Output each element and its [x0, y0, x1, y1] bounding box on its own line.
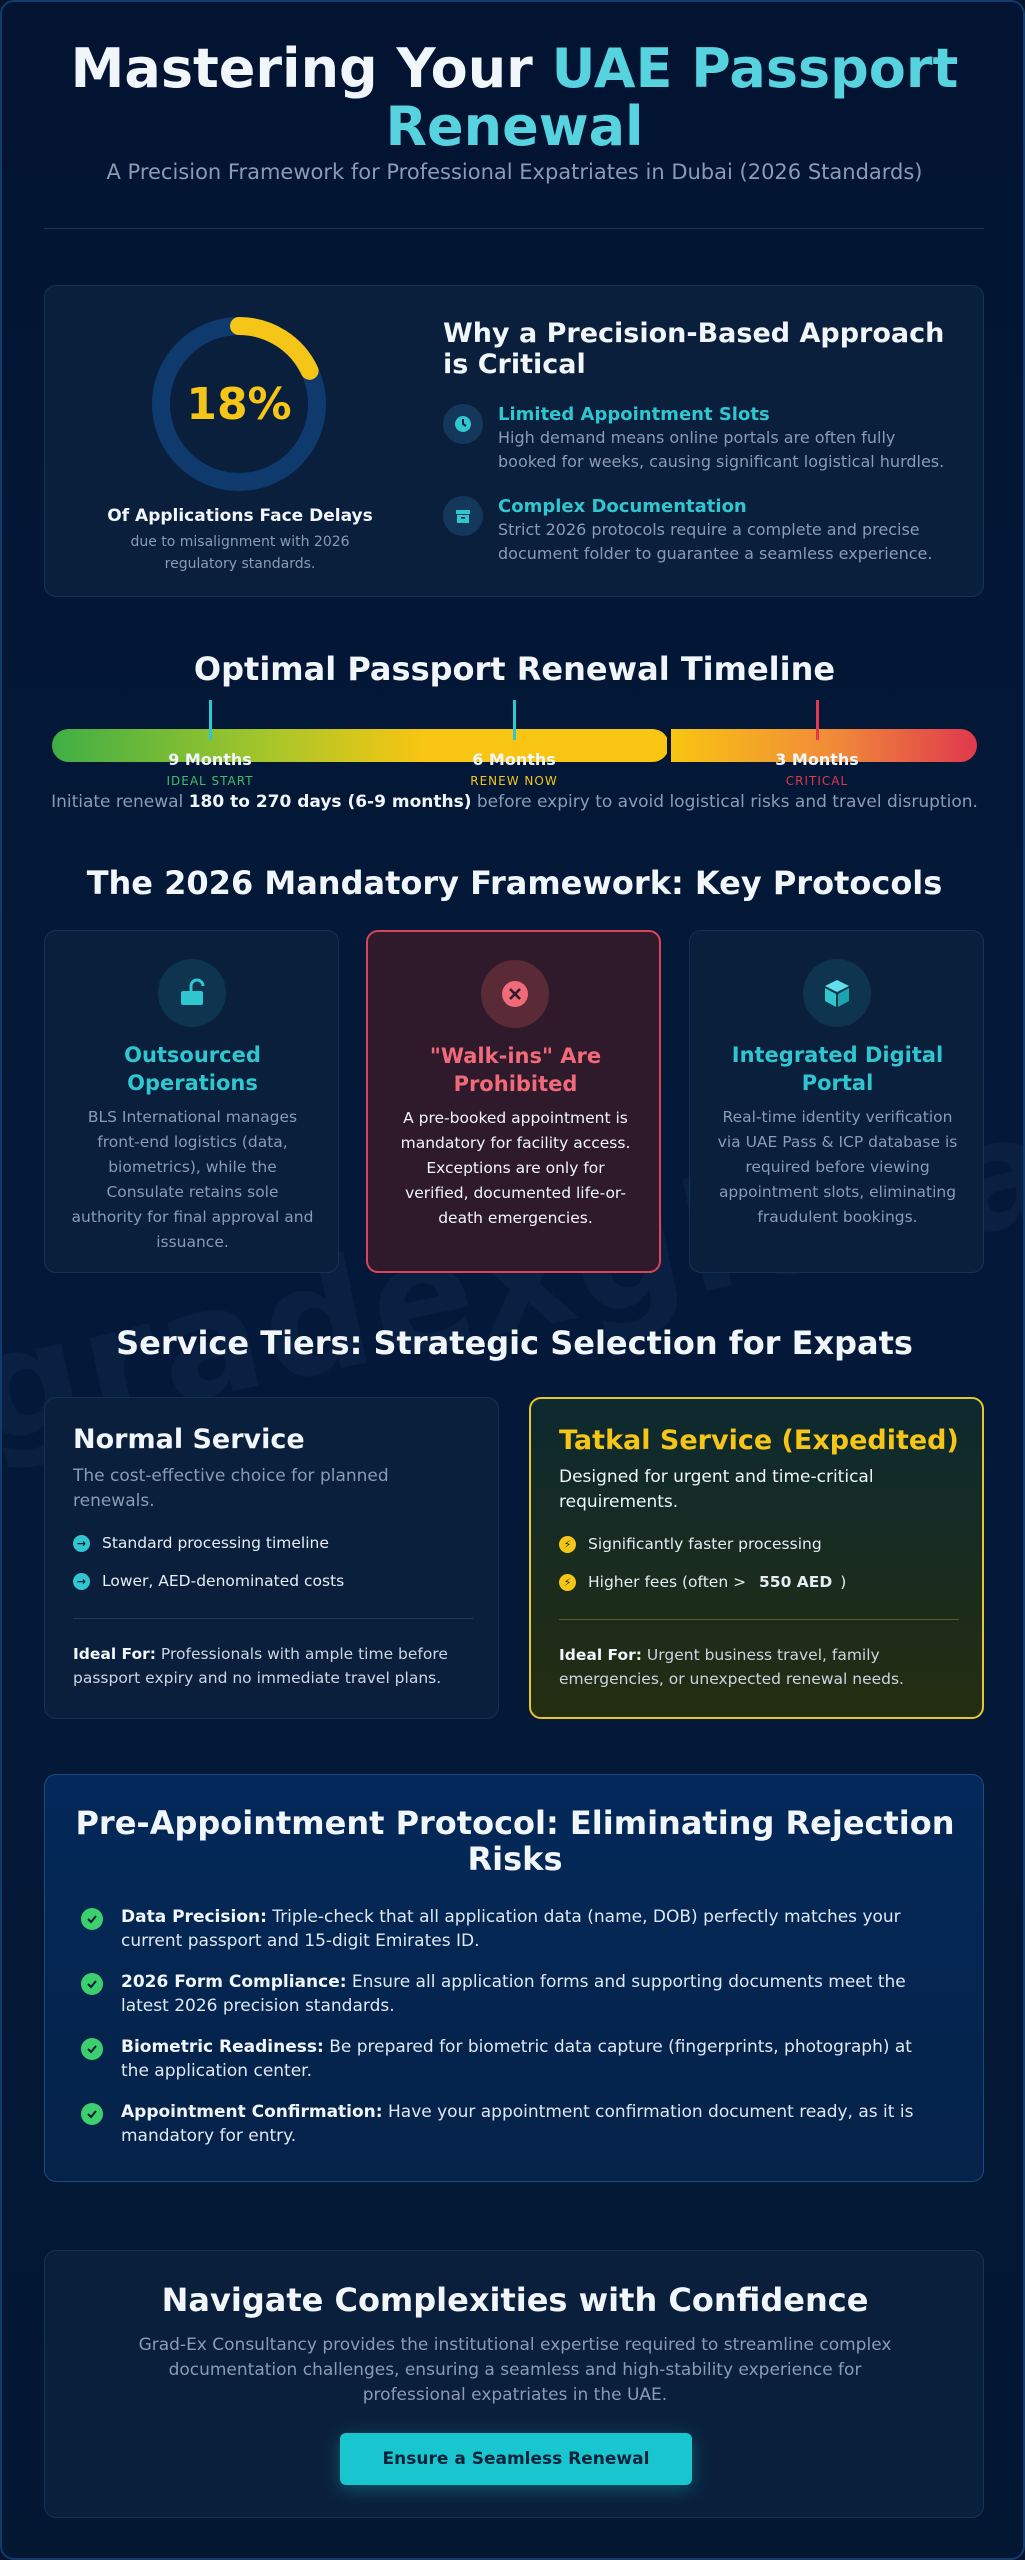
tier-ideal-for: Ideal For: Urgent business travel, famil… [559, 1643, 959, 1691]
checklist-item-text: Ensure all application forms and support… [121, 1972, 906, 2016]
protocol-card-digital-portal: Integrated Digital Portal Real-time iden… [689, 930, 984, 1273]
timeline-sublabel: RENEW NOW [470, 774, 558, 788]
checklist-item-label: 2026 Form Compliance: [121, 1972, 347, 1992]
protocol-card-outsourced: Outsourced Operations BLS International … [44, 930, 339, 1273]
delay-percent: 18% [186, 378, 292, 430]
protocol-text: Real-time identity verification via UAE … [717, 1108, 958, 1226]
checklist-item-label: Appointment Confirmation: [121, 2102, 383, 2122]
pre-appointment-card: Pre-Appointment Protocol: Eliminating Re… [44, 1774, 984, 2182]
ideal-for-text: Urgent business travel, family emergenci… [559, 1646, 904, 1688]
why-title: Why a Precision-Based Approach is Critic… [443, 318, 945, 380]
checklist-item-label: Data Precision: [121, 1907, 267, 1927]
tier-bullet: → Standard processing timeline [73, 1534, 473, 1552]
tier-description: Designed for urgent and time-critical re… [559, 1467, 874, 1512]
tier-bullet-text: Lower, AED-denominated costs [102, 1572, 345, 1590]
why-item-text: Strict 2026 protocols require a complete… [498, 520, 933, 563]
tier-bullet-text: Significantly faster processing [588, 1535, 822, 1553]
tier-card-normal: Normal Service The cost-effective choice… [44, 1397, 499, 1719]
checklist-item-text: Be prepared for biometric data capture (… [121, 2037, 912, 2081]
tier-bullet: ⚡ Higher fees (often > 550 AED) [559, 1573, 959, 1591]
check-icon [81, 1908, 103, 1930]
cube-icon [803, 959, 871, 1027]
tier-divider [73, 1618, 473, 1619]
title-part-1: Mastering Your [70, 37, 552, 100]
tier-divider [559, 1619, 959, 1620]
title-part-3: Renewal [385, 95, 644, 158]
checklist-item-text: Have your appointment confirmation docum… [121, 2102, 914, 2146]
timeline-title: Optimal Passport Renewal Timeline [193, 650, 836, 688]
bolt-icon: ⚡ [559, 1574, 576, 1591]
pre-appointment-title: Pre-Appointment Protocol: Eliminating Re… [75, 1804, 955, 1878]
timeline-marker-6-months [513, 700, 516, 740]
stats-card: 18% Of Applications Face Delays due to m… [44, 285, 984, 597]
check-icon [81, 1973, 103, 1995]
cta-card: Navigate Complexities with Confidence Gr… [44, 2250, 984, 2518]
timeline-marker-9-months [209, 700, 212, 740]
checklist-item-label: Biometric Readiness: [121, 2037, 324, 2057]
tier-title: Normal Service [73, 1424, 305, 1455]
protocol-title: "Walk-ins" Are Prohibited [429, 1044, 602, 1096]
timeline-label: 3 Months [775, 750, 859, 769]
checklist-item-text: Triple-check that all application data (… [121, 1907, 901, 1951]
close-icon [481, 960, 549, 1028]
ideal-for-text: Professionals with ample time before pas… [73, 1645, 448, 1687]
why-item-title: Complex Documentation [498, 496, 747, 517]
timeline-marker-3-months [816, 700, 819, 740]
cta-title: Navigate Complexities with Confidence [161, 2281, 869, 2319]
timeline-bar-critical [667, 729, 977, 762]
protocols-title: The 2026 Mandatory Framework: Key Protoc… [86, 864, 943, 902]
page-title: Mastering Your UAE Passport Renewal [42, 40, 987, 156]
page-subtitle: A Precision Framework for Professional E… [106, 160, 923, 184]
fee-amount: 550 AED [759, 1573, 833, 1591]
cta-text: Grad-Ex Consultancy provides the institu… [138, 2335, 892, 2405]
arrow-right-icon: → [73, 1535, 90, 1552]
unlock-icon [158, 959, 226, 1027]
clock-icon [443, 404, 483, 444]
protocol-title: Integrated Digital Portal [731, 1043, 944, 1095]
timeline-note: Initiate renewal 180 to 270 days (6-9 mo… [42, 792, 987, 812]
tier-bullet-text: Standard processing timeline [102, 1534, 329, 1552]
delay-note: due to misalignment with 2026 regulatory… [130, 534, 350, 572]
why-item-title: Limited Appointment Slots [498, 404, 770, 425]
tier-bullet: ⚡ Significantly faster processing [559, 1535, 959, 1553]
timeline-label: 9 Months [168, 750, 252, 769]
tiers-title: Service Tiers: Strategic Selection for E… [116, 1324, 913, 1362]
timeline-sublabel: CRITICAL [785, 774, 849, 788]
protocol-card-walkins: "Walk-ins" Are Prohibited A pre-booked a… [366, 930, 661, 1273]
check-icon [81, 2038, 103, 2060]
title-highlight: UAE Passport [551, 37, 959, 100]
delay-label: Of Applications Face Delays [107, 506, 373, 526]
check-icon [81, 2103, 103, 2125]
tier-bullet-text-end: ) [840, 1573, 847, 1591]
timeline-label: 6 Months [472, 750, 556, 769]
timeline-note-highlight: 180 to 270 days (6-9 months) [188, 792, 472, 812]
why-item-text: High demand means online portals are oft… [498, 428, 945, 471]
protocol-text: A pre-booked appointment is mandatory fo… [400, 1109, 631, 1227]
delay-progress-ring [152, 317, 326, 491]
ideal-for-label: Ideal For: [559, 1646, 642, 1664]
bolt-icon: ⚡ [559, 1536, 576, 1553]
ideal-for-label: Ideal For: [73, 1645, 156, 1663]
tier-card-tatkal: Tatkal Service (Expedited) Designed for … [529, 1397, 984, 1719]
header-divider [44, 228, 984, 229]
protocol-text: BLS International manages front-end logi… [71, 1108, 314, 1251]
tier-description: The cost-effective choice for planned re… [73, 1466, 389, 1511]
timeline-note-pre: Initiate renewal [51, 792, 189, 812]
tier-title: Tatkal Service (Expedited) [559, 1425, 959, 1456]
archive-icon [443, 496, 483, 536]
tier-bullet: → Lower, AED-denominated costs [73, 1572, 473, 1590]
protocol-title: Outsourced Operations [124, 1043, 261, 1095]
timeline-note-post: before expiry to avoid logistical risks … [471, 792, 978, 812]
tier-bullet-text: Higher fees (often > [588, 1573, 751, 1591]
arrow-right-icon: → [73, 1573, 90, 1590]
tier-ideal-for: Ideal For: Professionals with ample time… [73, 1642, 473, 1690]
ensure-renewal-button[interactable]: Ensure a Seamless Renewal [340, 2433, 692, 2485]
timeline-sublabel: IDEAL START [166, 774, 254, 788]
timeline-bar-safe [52, 729, 669, 762]
